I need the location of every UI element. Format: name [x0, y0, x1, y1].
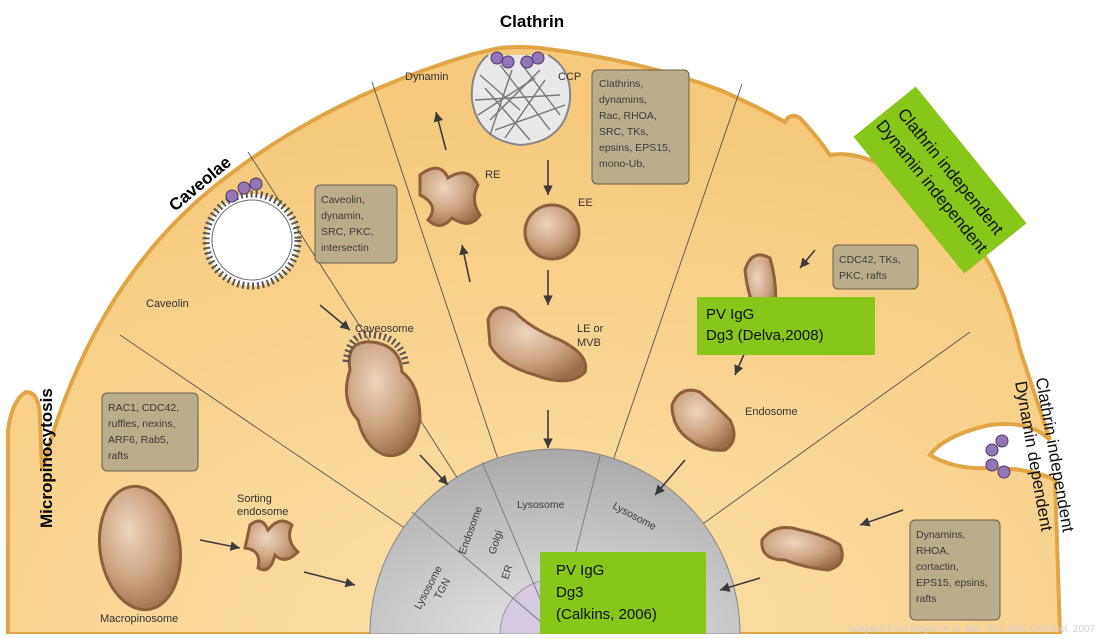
- label-caveolin: Caveolin: [146, 298, 189, 310]
- early-endosome: [525, 205, 579, 259]
- label-dynamin: Dynamin: [405, 71, 448, 83]
- box-macropinocytosis: RAC1, CDC42, ruffles, nexins, ARF6, Rab5…: [102, 393, 198, 471]
- box-clic: CDC42, TKs, PKC, rafts: [833, 245, 918, 289]
- box-caveolae-line: Caveolin,: [321, 194, 365, 206]
- box-clathrin-line: dynamins,: [599, 94, 647, 106]
- clathrin-coated-pit: [472, 52, 570, 145]
- label-endosome-sort: endosome: [237, 506, 288, 518]
- box-clic-line: CDC42, TKs,: [839, 254, 901, 266]
- box-macro-line: ARF6, Rab5,: [108, 434, 169, 446]
- box-caveolae-line: SRC, PKC,: [321, 226, 374, 238]
- label-mvb: MVB: [577, 337, 601, 349]
- label-ee: EE: [578, 197, 593, 209]
- box-clathrin: Clathrins, dynamins, Rac, RHOA, SRC, TKs…: [592, 70, 689, 184]
- label-re: RE: [485, 169, 500, 181]
- note-calkins-line-2: Dg3: [556, 584, 584, 601]
- box-dd-line: cortactin,: [916, 561, 959, 573]
- caption-macropinocytosis: Micropinocytosis: [37, 388, 56, 528]
- box-dd-line: RHOA,: [916, 545, 949, 557]
- label-sorting: Sorting: [237, 493, 272, 505]
- box-clathrin-line: epsins, EPS15,: [599, 142, 671, 154]
- label-ccp: CCP: [558, 71, 581, 83]
- box-dd-line: rafts: [916, 593, 936, 605]
- box-caveolae-line: intersectin: [321, 242, 369, 254]
- label-le: LE or: [577, 323, 604, 335]
- footer-credit: Adapted from Mayor et al. Nat. Rev. Mol.…: [847, 624, 1095, 634]
- note-delva-line-1: PV IgG: [706, 306, 754, 323]
- caption-clathrin: Clathrin: [500, 12, 564, 31]
- note-delva-line-2: Dg3 (Delva,2008): [706, 327, 824, 344]
- box-clathrin-line: Clathrins,: [599, 78, 643, 90]
- note-calkins-line-3: (Calkins, 2006): [556, 606, 657, 623]
- box-clathrin-line: mono-Ub,: [599, 158, 645, 170]
- box-clathrin-line: Rac, RHOA,: [599, 110, 657, 122]
- box-clic-line: PKC, rafts: [839, 270, 887, 282]
- label-endosome: Endosome: [745, 406, 798, 418]
- box-dd-line: EPS15, epsins,: [916, 577, 988, 589]
- box-macro-line: rafts: [108, 450, 128, 462]
- note-calkins: PV IgG Dg3 (Calkins, 2006): [540, 552, 706, 634]
- label-macropinosome: Macropinosome: [100, 613, 178, 625]
- box-macro-line: RAC1, CDC42,: [108, 402, 179, 414]
- note-calkins-line-1: PV IgG: [556, 562, 604, 579]
- box-caveolae-line: dynamin,: [321, 210, 364, 222]
- box-caveolae: Caveolin, dynamin, SRC, PKC, intersectin: [315, 185, 397, 263]
- box-clathrin-line: SRC, TKs,: [599, 126, 648, 138]
- recycling-endosome: [420, 168, 480, 225]
- core-lysosome-top: Lysosome: [517, 499, 565, 511]
- note-delva: PV IgG Dg3 (Delva,2008): [697, 297, 875, 355]
- box-dynamin-dep: Dynamins, RHOA, cortactin, EPS15, epsins…: [910, 520, 1000, 620]
- box-dd-line: Dynamins,: [916, 529, 966, 541]
- label-caveosome: Caveosome: [355, 323, 414, 335]
- box-macro-line: ruffles, nexins,: [108, 418, 176, 430]
